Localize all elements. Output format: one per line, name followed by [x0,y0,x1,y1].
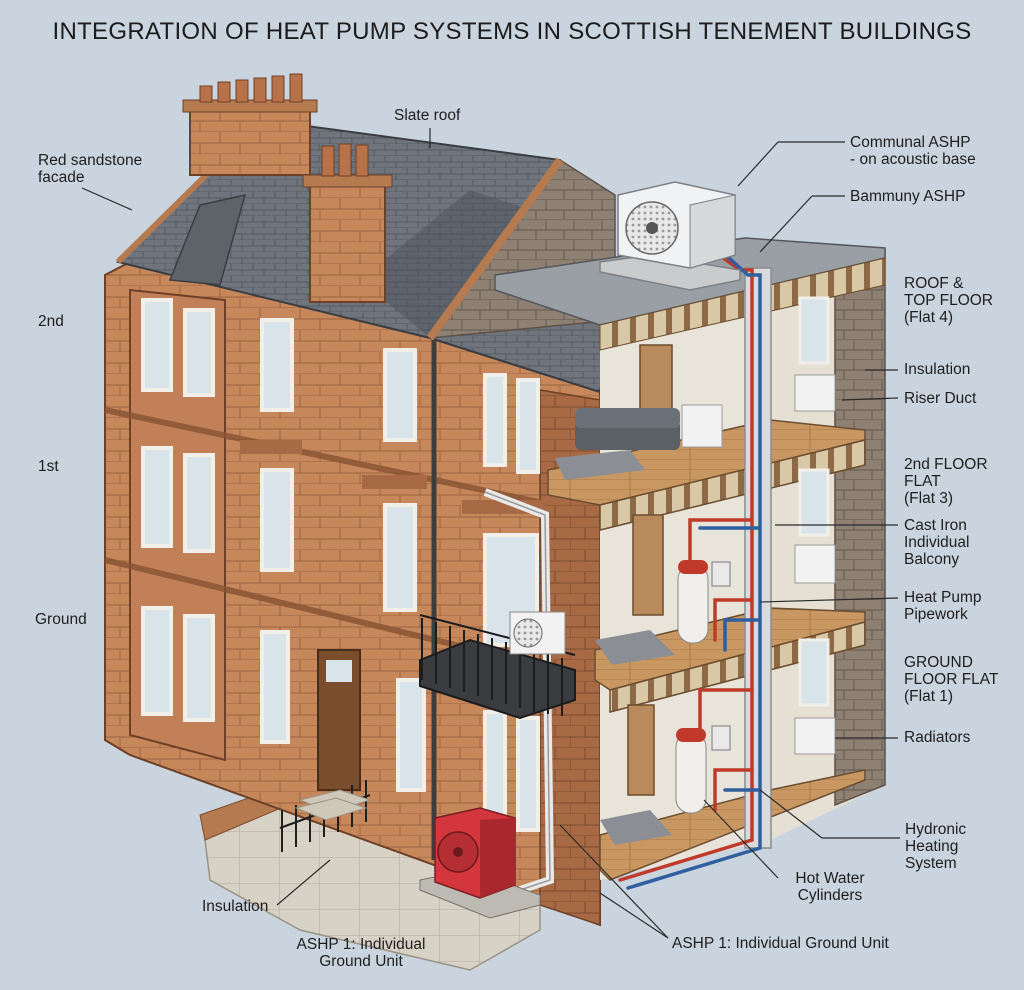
label-insulation-right: Insulation [904,361,970,378]
label-cast-iron-balcony: Cast Iron Individual Balcony [904,517,970,568]
riser-duct [745,268,771,848]
label-floor-ground: Ground [35,611,87,628]
label-heat-pump-pipework: Heat Pump Pipework [904,589,982,623]
label-communal-ashp: Communal ASHP - on acoustic base [850,134,976,168]
label-hydronic-heating: Hydronic Heating System [905,821,966,872]
label-ashp-ground-unit-right: ASHP 1: Individual Ground Unit [672,935,889,952]
label-bammuny-ashp: Bammuny ASHP [850,188,965,205]
label-floor-1st: 1st [38,458,59,475]
label-ground-floor-flat: GROUND FLOOR FLAT (Flat 1) [904,654,998,705]
label-slate-roof: Slate roof [394,107,460,124]
diagram-title: INTEGRATION OF HEAT PUMP SYSTEMS IN SCOT… [0,18,1024,46]
label-ashp-ground-unit-left: ASHP 1: Individual Ground Unit [276,936,446,970]
label-red-sandstone-facade: Red sandstone facade [38,152,142,186]
label-second-floor-flat: 2nd FLOOR FLAT (Flat 3) [904,456,988,507]
label-insulation-left: Insulation [202,898,268,915]
label-floor-2nd: 2nd [38,313,64,330]
label-roof-top-floor: ROOF & TOP FLOOR (Flat 4) [904,275,993,326]
label-riser-duct: Riser Duct [904,390,976,407]
label-radiators: Radiators [904,729,970,746]
label-hot-water-cylinders: Hot Water Cylinders [770,870,890,904]
sofa [575,408,680,450]
right-stone-wall [835,250,885,805]
communal-ashp-unit [600,182,740,290]
